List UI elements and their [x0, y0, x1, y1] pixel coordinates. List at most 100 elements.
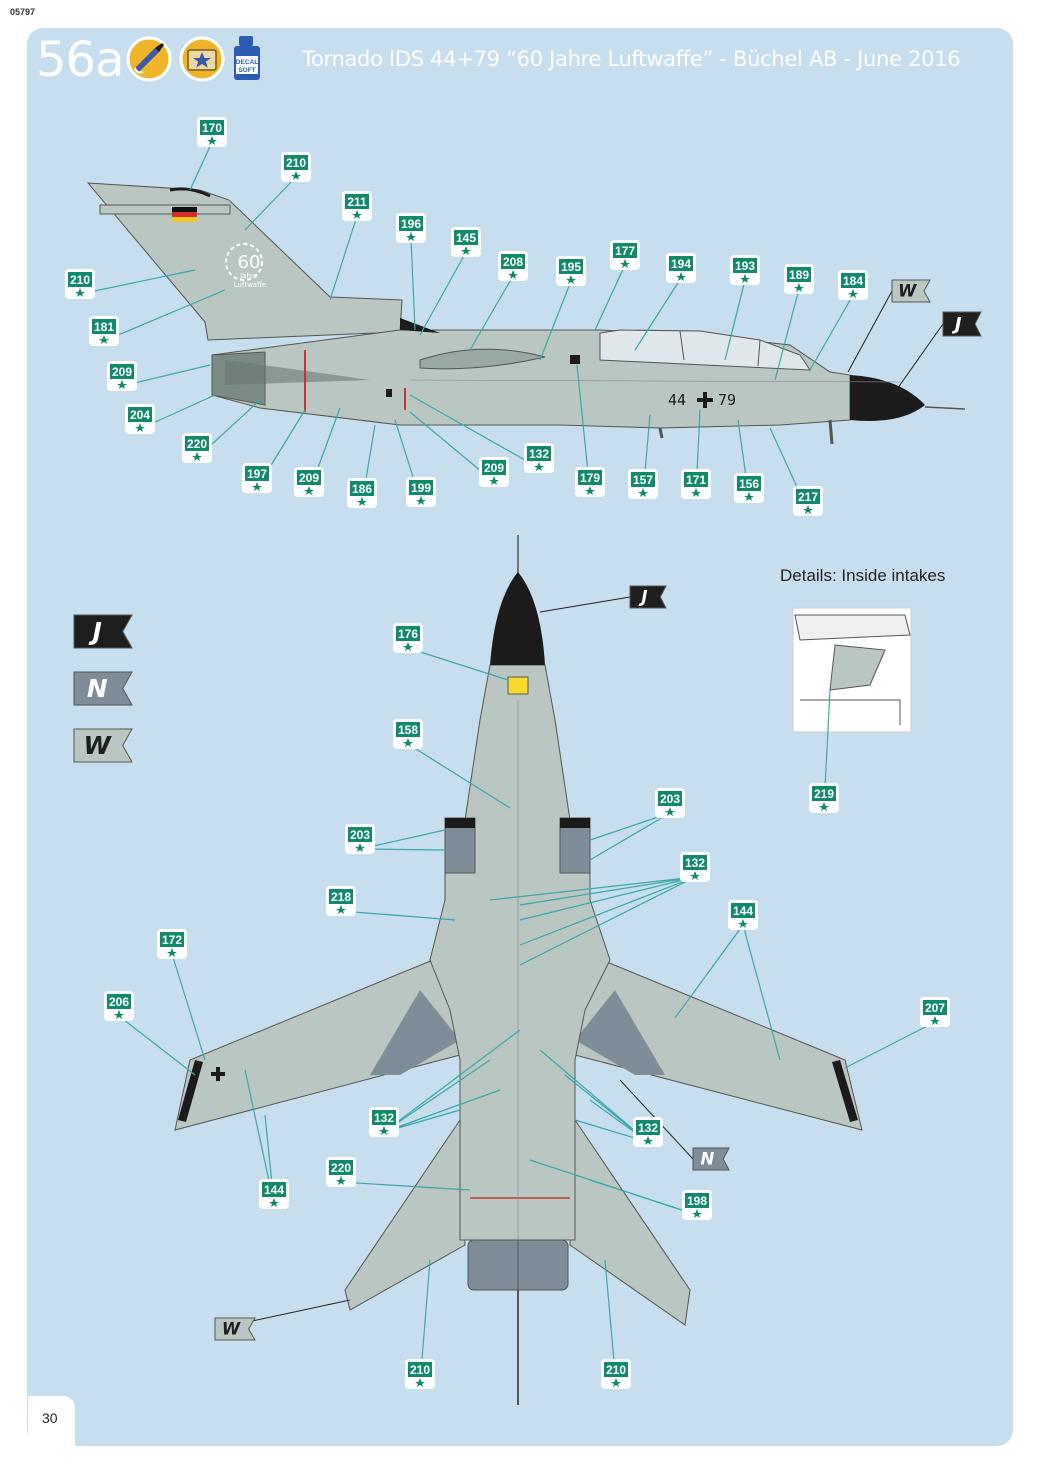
color-flag-J: J: [942, 311, 982, 337]
decal-callout: 158: [393, 719, 423, 749]
decal-number: 218: [331, 890, 351, 904]
star-icon: [192, 452, 202, 461]
decal-number: 193: [735, 259, 755, 273]
star-icon: [848, 289, 858, 298]
anniversary-text-2: Luftwaffe: [234, 281, 266, 289]
detail-intake-view: [792, 607, 912, 733]
star-icon: [819, 802, 829, 811]
leader-line: [340, 1181, 471, 1191]
iron-cross-wing: [211, 1067, 225, 1081]
decal-callout: 210: [65, 269, 95, 299]
decal-number: 144: [264, 1183, 284, 1197]
decal-number: 172: [162, 933, 182, 947]
decal-number: 209: [112, 365, 132, 379]
german-flag-decal: [172, 207, 197, 222]
anniversary-logo-decal: 60 Jahre Luftwaffe: [225, 243, 266, 289]
decal-number: 209: [484, 461, 504, 475]
decal-callout: 196: [396, 213, 426, 243]
color-flag-W: W: [73, 728, 133, 763]
decal-number: 170: [202, 121, 222, 135]
decal-number: 157: [633, 473, 653, 487]
star-icon: [252, 482, 262, 491]
decal-callout: 181: [89, 316, 119, 346]
decal-soft-label-1: DECAL: [236, 59, 258, 66]
step-number: 56a: [36, 32, 124, 88]
leader-line: [407, 647, 509, 681]
leader-line: [539, 280, 572, 361]
decal-number: 194: [671, 257, 691, 271]
decal-soft-bottle-icon: DECAL SOFT: [234, 36, 260, 80]
decal-callout: 144: [259, 1179, 289, 1209]
decal-number: 219: [814, 787, 834, 801]
star-icon: [691, 488, 701, 497]
star-icon: [930, 1016, 940, 1025]
star-icon: [620, 259, 630, 268]
leader-line: [340, 910, 456, 921]
decal-number: 132: [374, 1111, 394, 1125]
leader-line: [407, 743, 511, 809]
decal-number: 145: [456, 231, 476, 245]
leader-line: [103, 289, 226, 342]
decal-callout: 198: [682, 1190, 712, 1220]
decal-callout: 170: [197, 117, 227, 147]
decal-number: 156: [739, 477, 759, 491]
decal-number: 179: [580, 471, 600, 485]
decal-callout: 220: [182, 433, 212, 463]
header-icons: DECAL SOFT: [126, 36, 260, 82]
color-legend: JNW: [73, 614, 133, 763]
flag-leader-line: [894, 323, 944, 393]
star-icon: [403, 642, 413, 651]
star-icon: [585, 486, 595, 495]
decal-callout: 209: [294, 467, 324, 497]
flag-leader-line: [539, 596, 631, 613]
decal-number: 195: [561, 260, 581, 274]
serial-right: 79: [718, 391, 736, 409]
decal-callout: 132: [680, 852, 710, 882]
star-icon: [740, 274, 750, 283]
star-icon: [566, 275, 576, 284]
leader-line: [244, 176, 297, 231]
decal-number: 220: [187, 437, 207, 451]
star-icon: [794, 283, 804, 292]
anniversary-text-1: Jahre: [239, 272, 258, 280]
star-icon: [803, 505, 813, 514]
star-icon: [207, 136, 217, 145]
star-icon: [744, 492, 754, 501]
flag-leader-line: [847, 290, 893, 373]
details-title: Details: Inside intakes: [780, 566, 946, 585]
color-flag-J: J: [73, 614, 133, 649]
decal-number: 203: [350, 828, 370, 842]
decal-number: 132: [685, 856, 705, 870]
decal-callout: 145: [451, 227, 481, 257]
decal-callout: 203: [655, 788, 685, 818]
decal-number: 177: [615, 244, 635, 258]
decal-callout: 199: [406, 477, 436, 507]
decal-callout: 132: [524, 443, 554, 473]
star-icon: [403, 738, 413, 747]
decal-number: 132: [529, 447, 549, 461]
decal-number: 171: [686, 473, 706, 487]
star-icon: [416, 496, 426, 505]
bottom-view: [174, 535, 863, 1405]
leader-line: [589, 812, 671, 861]
star-icon: [75, 288, 85, 297]
decal-callout: 184: [838, 270, 868, 300]
decal-callout: 208: [498, 251, 528, 281]
decal-callout: 220: [326, 1157, 356, 1187]
decal-callout: 171: [681, 469, 711, 499]
star-icon: [269, 1198, 279, 1207]
star-icon: [534, 462, 544, 471]
decal-callout: 156: [734, 473, 764, 503]
star-icon: [638, 488, 648, 497]
leader-line: [844, 1021, 936, 1069]
star-icon: [489, 476, 499, 485]
leader-line: [594, 264, 626, 331]
star-icon: [336, 905, 346, 914]
decal-callout: 194: [666, 253, 696, 283]
decal-callout: 176: [393, 623, 423, 653]
decal-number: 196: [401, 217, 421, 231]
decal-callout: 206: [104, 991, 134, 1021]
